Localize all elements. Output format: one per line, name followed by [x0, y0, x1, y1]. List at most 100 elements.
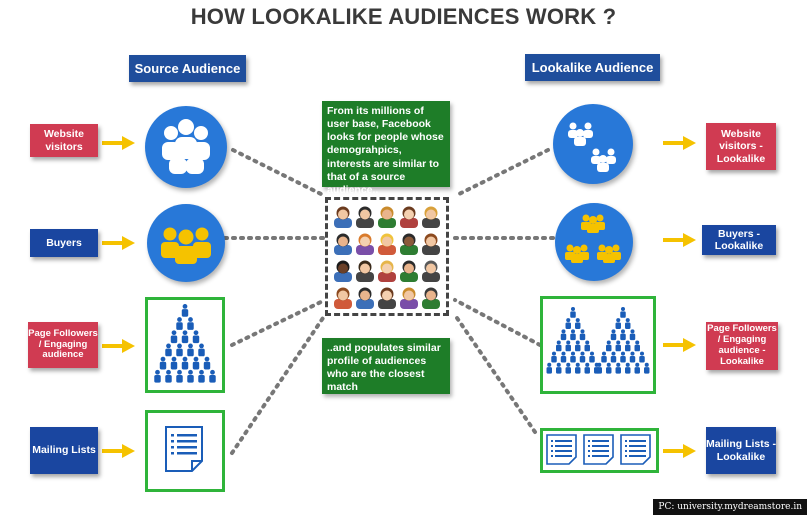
mailing-lists-box — [145, 410, 225, 492]
user-avatar-icon — [400, 260, 418, 282]
person-figure-icon — [625, 340, 631, 352]
connector-followers-lookalike — [453, 298, 542, 347]
mailing-lists-lookalike-label: Mailing Lists - Lookalike — [706, 427, 776, 474]
mailing-lists-label: Mailing Lists — [30, 427, 98, 474]
person-figure-icon — [601, 351, 607, 363]
person-figure-icon — [556, 362, 562, 374]
document-list-icon — [546, 434, 651, 465]
website-visitors-lookalike-icon — [553, 104, 633, 184]
person-figure-icon — [560, 329, 567, 341]
user-avatar-icon — [334, 233, 352, 255]
person-figure-icon — [610, 351, 617, 363]
person-figure-icon — [192, 330, 200, 344]
person-figure-icon — [570, 351, 576, 363]
person-figure-icon — [565, 318, 571, 329]
populate-explanation-note: ..and populates similar profile of audie… — [322, 338, 450, 394]
lookalike-audience-header: Lookalike Audience — [525, 54, 660, 81]
user-avatar-icon — [422, 233, 440, 255]
arrow-right-icon — [102, 236, 135, 250]
person-figure-icon — [560, 351, 567, 363]
person-figure-icon — [192, 356, 200, 370]
arrow-right-icon — [102, 136, 135, 150]
person-figure-icon — [165, 369, 172, 383]
user-avatar-icon — [334, 206, 352, 228]
person-figure-icon — [579, 351, 586, 363]
page-followers-label: Page Followers / Engaging audience — [28, 322, 98, 368]
person-figure-icon — [644, 362, 650, 374]
user-avatar-icon — [356, 206, 374, 228]
arrow-right-icon — [663, 444, 696, 458]
user-avatar-icon — [422, 287, 440, 309]
user-avatar-icon — [334, 287, 352, 309]
person-figure-icon — [606, 362, 612, 374]
user-avatar-icon — [378, 206, 396, 228]
person-figure-icon — [625, 362, 631, 374]
mailing-lists-lookalike-box — [540, 428, 659, 473]
people-pyramid-icon — [154, 304, 216, 383]
page-followers-lookalike-box — [540, 296, 656, 394]
user-avatar-icon — [422, 260, 440, 282]
buyers-lookalike-label: Buyers - Lookalike — [702, 225, 776, 255]
person-figure-icon — [209, 369, 216, 383]
user-avatar-icon — [400, 233, 418, 255]
user-avatars-icon — [334, 206, 440, 309]
arrow-right-icon — [102, 339, 135, 353]
connector-website-lookalike — [453, 148, 550, 198]
person-figure-icon — [584, 340, 590, 352]
image-credit: PC: university.mydreamstore.in — [653, 499, 807, 515]
person-figure-icon — [629, 351, 636, 363]
user-avatar-icon — [400, 206, 418, 228]
person-figure-icon — [181, 330, 189, 344]
document-icon — [620, 434, 651, 465]
arrow-right-icon — [663, 338, 696, 352]
person-figure-icon — [575, 362, 581, 374]
person-figure-icon — [629, 329, 636, 341]
person-figure-icon — [181, 356, 189, 370]
source-audience-header: Source Audience — [129, 55, 246, 82]
document-list-icon — [165, 426, 203, 472]
person-figure-icon — [639, 351, 645, 363]
person-figure-icon — [579, 329, 586, 341]
document-icon — [583, 434, 614, 465]
page-followers-pyramid-box — [145, 297, 225, 393]
user-avatar-icon — [378, 233, 396, 255]
connector-followers — [230, 298, 327, 347]
person-figure-icon — [589, 351, 595, 363]
person-figure-icon — [159, 356, 167, 370]
person-figure-icon — [584, 362, 590, 374]
person-figure-icon — [176, 343, 183, 357]
person-figure-icon — [575, 340, 581, 352]
arrow-right-icon — [663, 233, 696, 247]
arrow-right-icon — [102, 444, 135, 458]
user-avatar-icon — [378, 260, 396, 282]
user-avatar-icon — [356, 287, 374, 309]
person-figure-icon — [625, 318, 631, 329]
person-figure-icon — [565, 340, 571, 352]
user-avatar-icon — [356, 260, 374, 282]
person-figure-icon — [203, 356, 211, 370]
person-figure-icon — [575, 318, 581, 329]
person-figure-icon — [615, 318, 621, 329]
person-figure-icon — [154, 369, 161, 383]
page-followers-lookalike-label: Page Followers / Engaging audience - Loo… — [706, 322, 778, 370]
person-figure-icon — [620, 307, 626, 318]
person-figure-icon — [170, 330, 178, 344]
arrow-right-icon — [663, 136, 696, 150]
person-figure-icon — [620, 329, 626, 341]
person-figure-icon — [176, 369, 183, 383]
website-visitors-label: Website visitors — [30, 124, 98, 157]
person-figure-icon — [546, 362, 552, 374]
person-figure-icon — [620, 351, 626, 363]
person-figure-icon — [198, 369, 205, 383]
person-figure-icon — [610, 329, 617, 341]
person-figure-icon — [181, 304, 189, 317]
person-figure-icon — [634, 340, 640, 352]
person-figure-icon — [551, 351, 557, 363]
connector-website — [231, 148, 327, 198]
connector-mailing-lookalike — [453, 313, 537, 434]
person-figure-icon — [606, 340, 612, 352]
person-figure-icon — [634, 362, 640, 374]
person-figure-icon — [615, 340, 621, 352]
user-avatar-icon — [334, 260, 352, 282]
